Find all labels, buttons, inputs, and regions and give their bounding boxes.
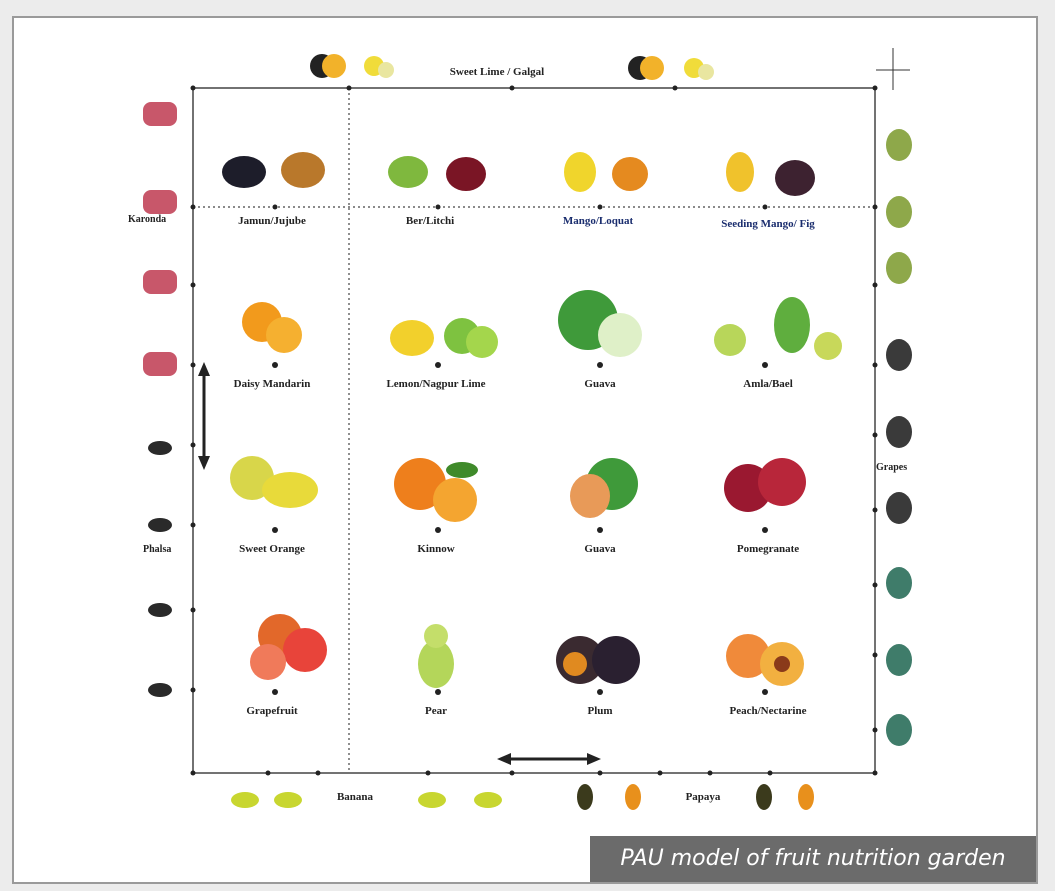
amla-bael-icon xyxy=(714,297,842,360)
plant-markers xyxy=(272,362,768,695)
grid-label-1-2: Lemon/Nagpur Lime xyxy=(386,378,485,390)
top-row-label-1: Jamun/Jujube xyxy=(238,215,306,227)
grid-label-2-2: Kinnow xyxy=(417,543,454,555)
top-row-label-3: Mango/Loquat xyxy=(563,215,633,227)
top-row-label-4: Seeding Mango/ Fig xyxy=(721,218,815,230)
grid-label-3-1: Grapefruit xyxy=(246,705,297,717)
karonda-icon xyxy=(143,102,177,376)
sweet-orange-icon xyxy=(230,456,318,508)
guava-icon-2 xyxy=(570,458,638,518)
mango-loquat-icon xyxy=(564,152,648,192)
grid-label-2-3: Guava xyxy=(584,543,615,555)
bottom-label-banana: Banana xyxy=(337,791,373,803)
grid-label-2-4: Pomegranate xyxy=(737,543,799,555)
grid-label-3-2: Pear xyxy=(425,705,447,717)
jamun-jujube-icon xyxy=(222,152,325,188)
left-top-label: Karonda xyxy=(128,214,166,225)
grid-label-2-1: Sweet Orange xyxy=(239,543,305,555)
pear-icon xyxy=(418,624,454,688)
left-axis-label: Phalsa xyxy=(143,544,171,555)
top-axis-label: Sweet Lime / Galgal xyxy=(450,66,544,78)
grid-label-1-3: Guava xyxy=(584,378,615,390)
plum-icon xyxy=(556,636,640,684)
mango-fig-icon xyxy=(726,152,815,196)
grid-label-1-1: Daisy Mandarin xyxy=(234,378,311,390)
grid-label-3-4: Peach/Nectarine xyxy=(730,705,807,717)
ber-litchi-icon xyxy=(388,156,486,191)
caption-banner: PAU model of fruit nutrition garden xyxy=(590,836,1036,882)
pomegranate-icon xyxy=(724,458,806,512)
compass-icon xyxy=(876,48,910,90)
grapes-icon xyxy=(886,129,912,746)
guava-icon-1 xyxy=(558,290,642,357)
phalsa-icon xyxy=(148,441,172,697)
right-axis-label: Grapes xyxy=(876,462,907,473)
daisy-mandarin-icon xyxy=(242,302,302,353)
grid-label-3-3: Plum xyxy=(587,705,612,717)
top-row-label-2: Ber/Litchi xyxy=(406,215,454,227)
vertical-dimension-arrow xyxy=(198,362,210,470)
horizontal-dimension-arrow xyxy=(497,753,601,765)
bottom-label-papaya: Papaya xyxy=(686,791,721,803)
kinnow-icon xyxy=(394,458,478,522)
lemon-lime-icon xyxy=(390,318,498,358)
grapefruit-icon xyxy=(250,614,327,680)
grid-label-1-4: Amla/Bael xyxy=(743,378,793,390)
peach-icon xyxy=(726,634,804,686)
